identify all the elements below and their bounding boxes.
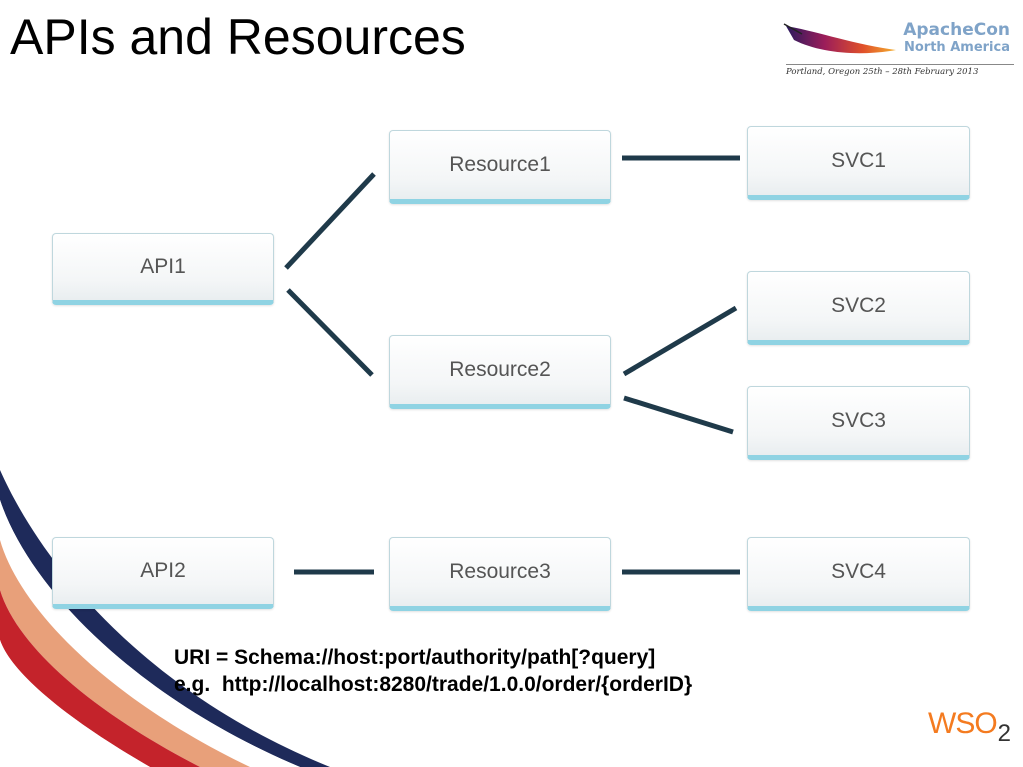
node-resource2: Resource2 [389,335,611,409]
uri-example: e.g. http://localhost:8280/trade/1.0.0/o… [174,673,693,696]
swoosh-base [0,640,150,767]
apache-feather-icon [783,23,896,54]
slide-title: APIs and Resources [10,9,466,65]
wso2-wordmark: WSO [928,707,998,740]
node-api2: API2 [52,537,274,609]
node-api1: API1 [52,233,274,305]
node-svc4: SVC4 [747,537,970,611]
node-resource3: Resource3 [389,537,611,611]
node-resource1: Resource1 [389,130,611,204]
edge-api1-resource1 [284,172,376,270]
wso2-subscript: 2 [997,720,1011,747]
diagram-connectors [284,155,740,575]
apachecon-wordmark: ApacheCon [903,20,1010,40]
edge-resource2-svc3 [623,395,734,435]
wso2-logo: WSO2 [928,707,1011,748]
apachecon-logo: ApacheCon North America Portland, Oregon… [782,18,1014,80]
uri-definition: URI = Schema://host:port/authority/path[… [174,646,656,669]
node-svc3: SVC3 [747,386,970,460]
edge-api1-resource2 [286,288,374,377]
swoosh-white-band [0,500,300,767]
apachecon-region: North America [904,40,1010,55]
uri-caption: URI = Schema://host:port/authority/path[… [174,644,692,698]
event-date: Portland, Oregon 25th – 28th February 20… [786,64,1014,77]
node-svc2: SVC2 [747,271,970,345]
edge-resource2-svc2 [622,305,738,377]
swoosh-red-band [0,590,200,767]
swoosh-orange-band [0,540,250,767]
node-svc1: SVC1 [747,126,970,200]
